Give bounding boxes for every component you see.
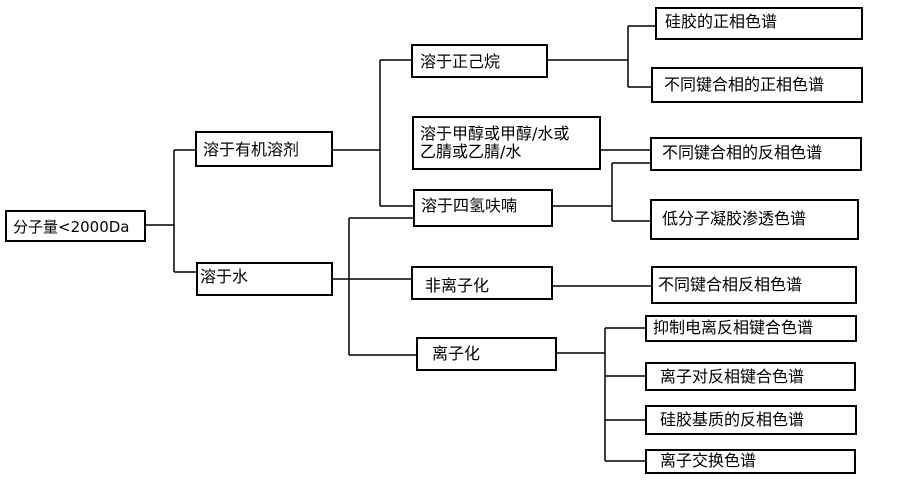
node-nonionic: 非离子化 [411, 266, 553, 300]
node-water-label: 溶于水 [200, 267, 249, 286]
node-organic-solvent-label: 溶于有机溶剂 [203, 140, 300, 159]
node-ion-suppression: 抑制电离反相键合色谱 [645, 315, 857, 342]
node-silica-normal-phase: 硅胶的正相色谱 [655, 7, 863, 40]
node-silica-matrix-label: 硅胶基质的反相色谱 [660, 410, 805, 429]
node-ionic: 离子化 [416, 337, 557, 371]
node-hexane-label: 溶于正己烷 [420, 52, 501, 71]
node-ion-pair: 离子对反相键合色谱 [645, 362, 856, 391]
node-bonded-reversed-phase-label: 不同键合相的反相色谱 [662, 143, 823, 162]
node-bonded-reversed-phase-2-label: 不同键合相反相色谱 [658, 275, 803, 294]
node-bonded-normal-phase: 不同键合相的正相色谱 [651, 67, 863, 103]
node-ion-pair-label: 离子对反相键合色谱 [660, 367, 805, 386]
node-ion-exchange-label: 离子交换色谱 [660, 451, 757, 470]
node-methanol-line1: 溶于甲醇或甲醇/水或 [420, 124, 570, 143]
node-thf-label: 溶于四氢呋喃 [421, 196, 518, 215]
node-ion-exchange: 离子交换色谱 [645, 449, 856, 474]
node-methanol-acetonitrile: 溶于甲醇或甲醇/水或 乙腈或乙腈/水 [412, 116, 601, 170]
node-ion-suppression-label: 抑制电离反相键合色谱 [653, 318, 814, 337]
node-root: 分子量<2000Da [5, 210, 146, 242]
node-bonded-reversed-phase-2: 不同键合相反相色谱 [651, 266, 857, 304]
node-ionic-label: 离子化 [432, 344, 481, 363]
node-silica-matrix: 硅胶基质的反相色谱 [645, 405, 857, 435]
node-hexane: 溶于正己烷 [411, 44, 548, 78]
node-methanol-line2: 乙腈或乙腈/水 [420, 142, 522, 161]
node-gel-permeation: 低分子凝胶渗透色谱 [650, 199, 859, 240]
node-gel-permeation-label: 低分子凝胶渗透色谱 [662, 209, 807, 228]
node-organic-solvent: 溶于有机溶剂 [195, 131, 333, 167]
node-thf: 溶于四氢呋喃 [413, 189, 553, 227]
node-silica-normal-phase-label: 硅胶的正相色谱 [665, 12, 778, 31]
node-bonded-reversed-phase: 不同键合相的反相色谱 [650, 137, 862, 171]
node-water: 溶于水 [196, 262, 333, 296]
node-bonded-normal-phase-label: 不同键合相的正相色谱 [664, 75, 825, 94]
node-nonionic-label: 非离子化 [425, 276, 490, 295]
node-root-label: 分子量<2000Da [13, 218, 130, 236]
